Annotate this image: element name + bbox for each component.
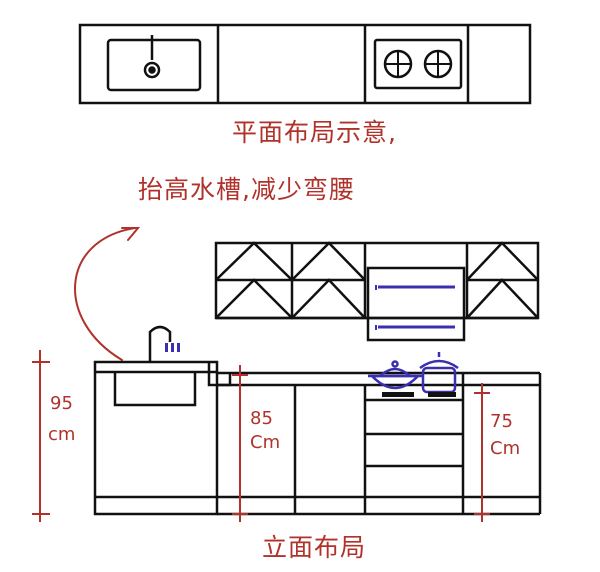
plan-caption: 平面布局示意, xyxy=(232,118,397,147)
water-drops xyxy=(165,343,180,352)
raised-sink-cabinet xyxy=(93,360,219,516)
stove-burners xyxy=(382,392,456,397)
dimension-counter-value: 85 xyxy=(250,408,273,429)
plan-sink-icon xyxy=(106,35,202,92)
elevation-caption: 立面布局 xyxy=(262,533,367,562)
dimension-sink-value: 95 xyxy=(50,393,73,414)
plan-view xyxy=(78,23,532,105)
annotation-arrow xyxy=(74,227,141,361)
dimension-stove-unit: Cm xyxy=(490,438,521,459)
note-caption: 抬高水槽,减少弯腰 xyxy=(138,175,355,204)
elevation-view xyxy=(93,325,542,516)
sink-basin xyxy=(113,372,197,407)
pot-icon-left xyxy=(368,360,422,390)
wall-cabinets xyxy=(214,241,540,320)
range-hood xyxy=(366,266,466,342)
dimension-lines xyxy=(32,350,490,522)
plan-cooktop-icon xyxy=(373,38,463,90)
plan-countertop xyxy=(78,23,532,105)
dimension-counter-unit: Cm xyxy=(250,432,281,453)
dimension-stove-value: 75 xyxy=(490,411,513,432)
faucet xyxy=(148,325,172,362)
dimension-sink-unit: cm xyxy=(48,424,76,445)
